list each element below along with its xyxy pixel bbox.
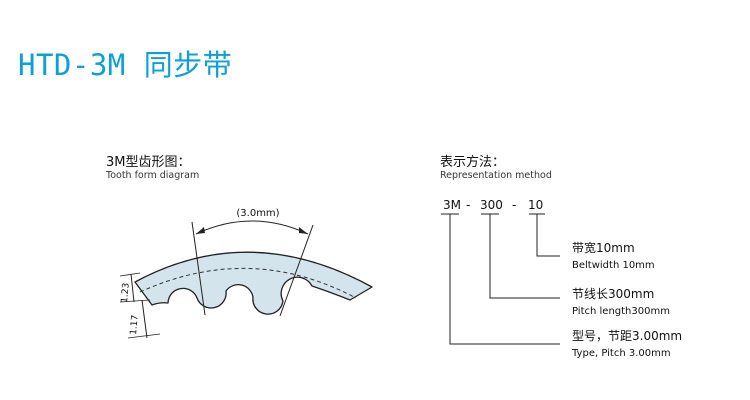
pitch-dimension-arc <box>195 220 309 235</box>
page-title: HTD-3M 同步带 <box>18 48 233 82</box>
height-dim-line <box>130 273 135 303</box>
width-label: 带宽10mm <box>572 240 635 255</box>
tooth-form-figure: (3.0mm) 1.23 1.17 <box>119 208 373 339</box>
type-label: 型号，节距3.00mm <box>572 329 682 343</box>
code-part-type: 3M <box>443 198 461 212</box>
tooth-center-line-right <box>279 224 314 317</box>
width-sublabel: Beltwidth 10mm <box>572 260 655 271</box>
depth-ext-bottom <box>127 333 161 339</box>
code-separator-2: - <box>512 198 516 212</box>
bracket-width <box>529 213 560 257</box>
height-ext-bottom <box>119 299 151 303</box>
code-separator-1: - <box>466 198 470 212</box>
depth-dim-line <box>141 299 148 339</box>
length-sublabel: Pitch length300mm <box>572 306 670 317</box>
type-sublabel: Type, Pitch 3.00mm <box>571 348 671 359</box>
height-ext-top <box>119 272 141 277</box>
code-part-width: 10 <box>528 198 543 212</box>
tooth-form-heading: 3M型齿形图： <box>106 155 191 170</box>
representation-heading: 表示方法： <box>440 155 506 170</box>
pitch-line <box>139 268 357 299</box>
code-part-length: 300 <box>480 198 503 212</box>
height-dimension: 1.23 <box>120 282 132 303</box>
pitch-arrow-left <box>196 227 205 234</box>
bracket-type <box>441 213 560 345</box>
tooth-form-subheading: Tooth form diagram <box>106 170 200 181</box>
length-label: 节线长300mm <box>572 287 654 301</box>
tooth-center-line-left <box>191 221 206 316</box>
depth-dimension: 1.17 <box>129 314 141 335</box>
representation-subheading: Representation method <box>440 170 552 181</box>
belt-profile <box>134 251 373 315</box>
pitch-label: (3.0mm) <box>236 208 279 219</box>
pitch-arrow-right <box>299 227 308 234</box>
bracket-length <box>481 213 560 299</box>
representation-figure: 3M - 300 - 10 带宽10mm Beltwidth 10mm 节线长3… <box>441 198 682 359</box>
